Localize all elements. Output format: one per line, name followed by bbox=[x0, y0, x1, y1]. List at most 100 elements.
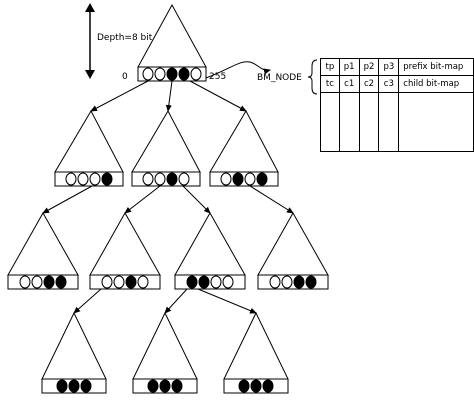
bitmap-empty-dot bbox=[142, 67, 154, 81]
node-bitmap-box bbox=[7, 274, 79, 290]
trie-node bbox=[137, 3, 207, 82]
tree-edge-arrow bbox=[164, 288, 188, 314]
node-bitmap-box bbox=[131, 171, 201, 187]
tree-edge-arrow bbox=[249, 185, 294, 214]
bitmap-empty-dot bbox=[210, 275, 222, 289]
bitmap-empty-dot bbox=[137, 275, 149, 289]
node-triangle bbox=[257, 211, 329, 276]
bitmap-empty-dot bbox=[220, 172, 232, 186]
bitmap-filled-dot bbox=[293, 275, 305, 289]
bitmap-empty-dot bbox=[154, 67, 166, 81]
node-triangle bbox=[223, 311, 289, 380]
bitmap-filled-dot bbox=[147, 379, 159, 393]
bitmap-filled-dot bbox=[262, 379, 274, 393]
bitmap-filled-dot bbox=[68, 379, 80, 393]
bitmap-filled-dot bbox=[159, 379, 171, 393]
bitmap-empty-dot bbox=[113, 275, 125, 289]
bitmap-filled-dot bbox=[43, 275, 55, 289]
bitmap-filled-dot bbox=[305, 275, 317, 289]
tree-nodes bbox=[7, 3, 329, 394]
bitmap-filled-dot bbox=[80, 379, 92, 393]
bitmap-filled-dot bbox=[186, 275, 198, 289]
bitmap-filled-dot bbox=[166, 172, 178, 186]
cell-p1: p1 bbox=[338, 58, 360, 76]
node-label: BM_NODE bbox=[257, 73, 302, 83]
bitmap-empty-dot bbox=[89, 172, 101, 186]
bitmap-empty-dot bbox=[65, 172, 77, 186]
tree-edge-arrow bbox=[124, 185, 161, 214]
cell-c3: c3 bbox=[378, 75, 400, 93]
node-bitmap-box bbox=[89, 274, 161, 290]
table-row-prefix: tp p1 p2 p3 prefix bit-map bbox=[320, 58, 474, 76]
tree-edge-arrow bbox=[73, 288, 102, 314]
bitmap-filled-dot bbox=[238, 379, 250, 393]
bitmap-empty-dot bbox=[244, 172, 256, 186]
bitmap-empty-dot bbox=[281, 275, 293, 289]
cell-c2: c2 bbox=[358, 75, 380, 93]
empty-cell bbox=[378, 92, 400, 152]
node-triangle bbox=[89, 211, 161, 276]
trie-node bbox=[223, 311, 289, 394]
range-start-label: 0 bbox=[122, 72, 128, 82]
bitmap-empty-dot bbox=[19, 275, 31, 289]
trie-node bbox=[131, 109, 201, 187]
cell-tp: tp bbox=[320, 58, 340, 76]
bitmap-filled-dot bbox=[198, 275, 210, 289]
tree-edge-arrow bbox=[182, 185, 211, 214]
bitmap-filled-dot bbox=[166, 67, 178, 81]
trie-node bbox=[257, 211, 329, 290]
cell-p3: p3 bbox=[378, 58, 400, 76]
bitmap-filled-dot bbox=[125, 275, 137, 289]
trie-node bbox=[89, 211, 161, 290]
empty-cell bbox=[358, 92, 380, 152]
node-triangle bbox=[7, 211, 79, 276]
tree-edges bbox=[42, 80, 294, 314]
node-brace bbox=[307, 59, 318, 95]
range-end-label: 255 bbox=[209, 72, 226, 82]
table-row-empty bbox=[320, 92, 474, 152]
cell-prefix-bitmap: prefix bit-map bbox=[398, 58, 474, 76]
bitmap-empty-dot bbox=[178, 172, 190, 186]
cell-child-bitmap: child bit-map bbox=[398, 75, 474, 93]
tree-edge-arrow bbox=[189, 80, 247, 112]
node-triangle bbox=[132, 311, 198, 380]
tree-edge-arrow bbox=[42, 185, 93, 214]
empty-cell bbox=[398, 92, 474, 152]
bitmap-empty-dot bbox=[190, 67, 202, 81]
bitmap-filled-dot bbox=[55, 275, 67, 289]
depth-label: Depth=8 bit bbox=[97, 33, 153, 43]
empty-cell bbox=[338, 92, 360, 152]
trie-node bbox=[209, 109, 279, 187]
node-triangle bbox=[131, 109, 201, 173]
node-pointer-curve bbox=[205, 61, 271, 79]
trie-node bbox=[7, 211, 79, 290]
bitmap-filled-dot bbox=[171, 379, 183, 393]
bitmap-filled-dot bbox=[56, 379, 68, 393]
cell-tc: tc bbox=[320, 75, 340, 93]
tree-edge-arrow bbox=[197, 288, 257, 314]
bitmap-empty-dot bbox=[142, 172, 154, 186]
node-triangle bbox=[41, 311, 107, 380]
trie-node bbox=[41, 311, 107, 394]
bitmap-filled-dot bbox=[232, 172, 244, 186]
bitmap-filled-dot bbox=[101, 172, 113, 186]
bitmap-filled-dot bbox=[250, 379, 262, 393]
depth-arrow-head-top bbox=[85, 3, 95, 12]
node-triangle bbox=[54, 109, 124, 173]
node-bitmap-box bbox=[209, 171, 279, 187]
bitmap-empty-dot bbox=[77, 172, 89, 186]
bitmap-empty-dot bbox=[31, 275, 43, 289]
node-bitmap-box bbox=[174, 274, 246, 290]
bitmap-empty-dot bbox=[154, 172, 166, 186]
cell-p2: p2 bbox=[358, 58, 380, 76]
node-bitmap-box bbox=[54, 171, 124, 187]
bitmap-filled-dot bbox=[256, 172, 268, 186]
tree-edge-arrow bbox=[165, 80, 173, 112]
bitmap-filled-dot bbox=[178, 67, 190, 81]
trie-node bbox=[132, 311, 198, 394]
empty-cell bbox=[320, 92, 340, 152]
tree-edge-arrow bbox=[90, 80, 149, 112]
node-triangle bbox=[174, 211, 246, 276]
trie-node bbox=[174, 211, 246, 290]
